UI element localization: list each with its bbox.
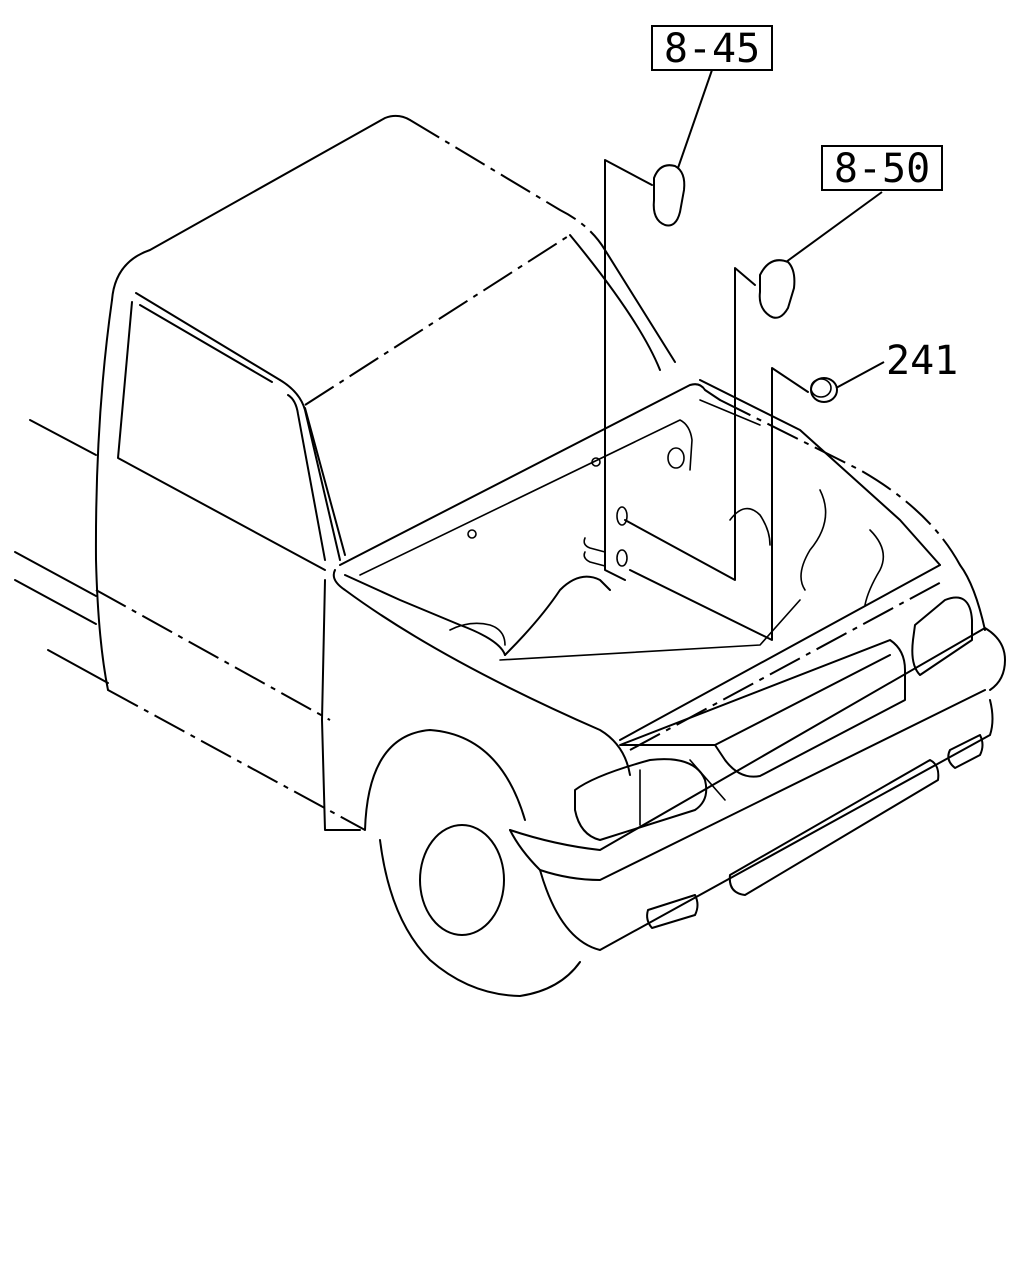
engine-bay-curve-2 [864, 529, 885, 606]
callout-8-50-box[interactable] [821, 145, 943, 191]
leader-8-50-vertical [624, 267, 756, 581]
cowl-edge [339, 383, 721, 566]
front-bumper-top [509, 627, 1006, 851]
part-8-50-shape[interactable] [758, 259, 796, 319]
part-8-45-shape[interactable] [652, 164, 686, 227]
grille-outer [619, 639, 906, 778]
radiator-support [619, 564, 941, 741]
callout-8-50-leader [785, 191, 883, 263]
truck-illustration [14, 114, 1006, 997]
callout-8-45-leader [677, 69, 713, 169]
engine-bay-inner-right [699, 399, 761, 426]
windshield-left-edge [304, 407, 346, 556]
engine-bay-curve-3 [729, 507, 771, 546]
radiator-support-dash [629, 579, 946, 751]
door-lower-line [95, 589, 331, 721]
front-bumper-lower [539, 699, 994, 951]
right-headlight [911, 596, 973, 676]
cowl-inner [359, 419, 693, 576]
side-window-frame [117, 301, 326, 571]
left-headlight-inner [639, 759, 726, 826]
mount-hole-lower [616, 549, 628, 567]
part-leaders [583, 159, 809, 641]
a-pillar-inner [287, 394, 326, 561]
left-headlight [574, 758, 708, 841]
front-wheel-rim [419, 824, 505, 936]
fog-light-right [947, 734, 984, 769]
windshield-top-edge [304, 234, 571, 406]
right-fender-top [719, 399, 961, 566]
callout-241-leader [835, 361, 885, 389]
cab-roof-front-edge [604, 249, 676, 363]
bed-line-4 [47, 649, 109, 684]
front-tire [379, 839, 581, 997]
windshield-right-edge [569, 234, 661, 371]
left-wheel-arch [364, 729, 526, 831]
lower-intake [728, 759, 940, 896]
callout-8-45-box[interactable] [651, 25, 773, 71]
leader-241-vertical [629, 367, 809, 641]
engine-bay-floor [504, 575, 611, 656]
callout-241-label[interactable]: 241 [886, 338, 958, 384]
cowl-hole-3 [667, 447, 685, 469]
side-window-top-inner [139, 304, 273, 383]
inner-fender-bottom [499, 599, 801, 661]
engine-bay-right-wall [699, 379, 941, 566]
cowl-hole-1 [467, 529, 477, 539]
strut-tower-left [449, 622, 506, 646]
left-fender-front [321, 579, 361, 831]
callouts: 8-45 8-50 241 [651, 25, 958, 389]
bed-line-1 [29, 419, 97, 456]
cab-rear-pillar [94, 299, 113, 691]
side-window-top [135, 292, 281, 381]
cab-roof-outline [111, 114, 411, 301]
door-bottom-line [107, 689, 366, 831]
parts [652, 164, 838, 403]
callout-8-50-label: 8-50 [834, 146, 930, 192]
mount-hole-upper [616, 506, 628, 526]
part-241-rim [810, 378, 832, 398]
callout-8-45-label: 8-45 [664, 26, 760, 72]
cowl-hole-2 [591, 457, 601, 467]
left-fender-top [332, 569, 631, 776]
engine-bay-left-wall [344, 574, 506, 656]
right-fender-front [959, 564, 986, 631]
bed-line-3 [14, 579, 97, 625]
leader-8-45-vertical [604, 159, 653, 581]
bed-line-2 [14, 551, 97, 597]
cab-roof-centerline [409, 119, 606, 251]
grille-inner [714, 654, 891, 746]
hole-bracket-1 [583, 537, 606, 553]
engine-bay-curve-1 [800, 489, 827, 591]
hole-bracket-2 [583, 551, 606, 567]
fog-light-left [646, 894, 699, 929]
a-pillar-outer [279, 379, 341, 561]
